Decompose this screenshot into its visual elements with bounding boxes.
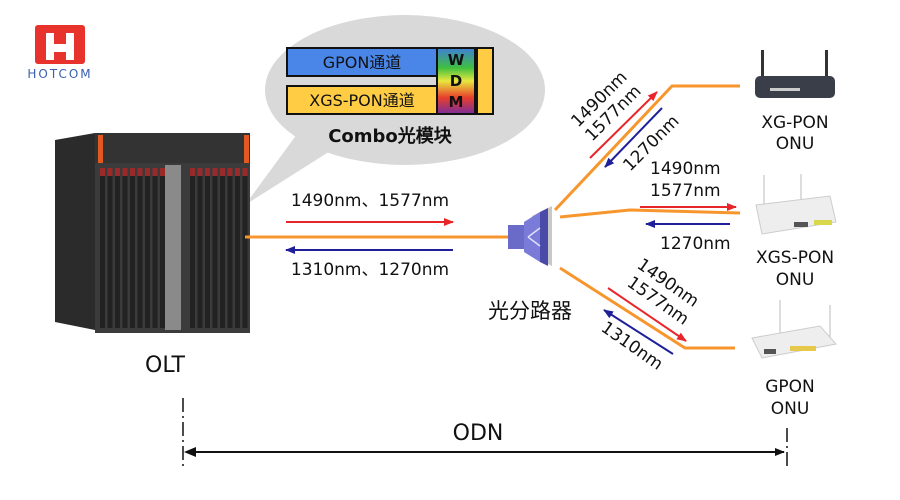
olt-label: OLT	[145, 353, 186, 378]
olt-slot-card	[130, 168, 135, 328]
olt-slot-card	[137, 168, 143, 328]
olt-slot-card	[212, 168, 218, 328]
wdm-letter-w: W	[448, 51, 465, 69]
olt-slot-latch	[107, 168, 113, 176]
olt-slot-latch	[152, 168, 158, 176]
gpon-channel-label: GPON通道	[323, 53, 402, 72]
splitter-icon	[508, 206, 552, 266]
xgpon-upstream-arrow	[604, 107, 663, 168]
olt-slot-latch	[100, 168, 105, 176]
module-port-block	[476, 47, 494, 115]
olt-slot-latch	[220, 168, 225, 176]
olt-slot-card	[145, 168, 150, 328]
xgpon-downstream-arrow	[589, 91, 658, 159]
xgspon-channel-block	[286, 85, 438, 115]
olt-slot-card	[100, 168, 105, 328]
olt-slot-latch	[197, 168, 203, 176]
olt-chassis-icon	[55, 133, 250, 333]
gpon-onu-label-line1: GPON	[765, 377, 815, 397]
olt-slot-latch	[115, 168, 120, 176]
gpon-onu-icon	[751, 300, 837, 359]
xgpon-onu-label-line2: ONU	[776, 134, 815, 154]
olt-slot-card	[122, 168, 128, 328]
splitter-label: 光分路器	[488, 299, 572, 323]
olt-slot-latch	[190, 168, 195, 176]
olt-slot-card	[152, 168, 158, 328]
olt-slot-card	[190, 168, 195, 328]
combo-module-title: Combo光模块	[328, 125, 453, 147]
trunk-downstream-label: 1490nm、1577nm	[291, 191, 449, 211]
odn-label: ODN	[453, 421, 504, 446]
olt-slot-latch	[235, 168, 240, 176]
olt-slot-latch	[145, 168, 150, 176]
gpon-onu-label-line2: ONU	[771, 399, 810, 419]
gpon-channel-block	[286, 47, 438, 77]
xgspon-onu-label-line2: ONU	[776, 270, 815, 290]
gpon-up-label: 1310nm	[597, 318, 666, 375]
xgspon-up-label: 1270nm	[660, 234, 731, 254]
olt-slot-latch	[137, 168, 143, 176]
wdm-letter-d: D	[450, 72, 462, 90]
branch-fiber-gpon	[559, 266, 735, 350]
xgspon-onu-icon	[755, 174, 837, 235]
olt-slot-card	[227, 168, 233, 328]
logo-text: HOTCOM	[27, 67, 92, 81]
olt-slot-latch	[205, 168, 210, 176]
olt-slot-latch	[212, 168, 218, 176]
gpon-downstream-arrow	[607, 287, 687, 342]
xgpon-onu-label-line1: XG-PON	[761, 113, 828, 133]
olt-slot-card	[115, 168, 120, 328]
olt-slot-card	[242, 168, 248, 328]
hotcom-logo	[35, 25, 85, 64]
branch-fiber-xgspon	[559, 208, 741, 219]
olt-slot-latch	[122, 168, 128, 176]
xgspon-down-label-2: 1577nm	[650, 181, 721, 201]
wdm-block	[436, 47, 476, 115]
olt-slot-card	[220, 168, 225, 328]
olt-slot-card	[107, 168, 113, 328]
olt-slot-latch	[227, 168, 233, 176]
olt-slot-latch	[130, 168, 135, 176]
xgspon-channel-label: XGS-PON通道	[309, 91, 415, 110]
olt-slot-latch	[160, 168, 165, 176]
olt-slot-latch	[242, 168, 248, 176]
olt-slot-card	[205, 168, 210, 328]
xgspon-onu-label-line1: XGS-PON	[756, 248, 834, 268]
xgspon-down-label-1: 1490nm	[650, 159, 721, 179]
olt-slot-card	[235, 168, 240, 328]
gpon-upstream-arrow	[603, 309, 674, 355]
trunk-upstream-label: 1310nm、1270nm	[291, 260, 449, 280]
xgpon-onu-icon	[755, 50, 835, 98]
olt-slot-card	[160, 168, 165, 328]
branch-fiber-xgpon	[553, 84, 740, 212]
olt-slot-card	[197, 168, 203, 328]
wdm-letter-m: M	[449, 93, 464, 111]
